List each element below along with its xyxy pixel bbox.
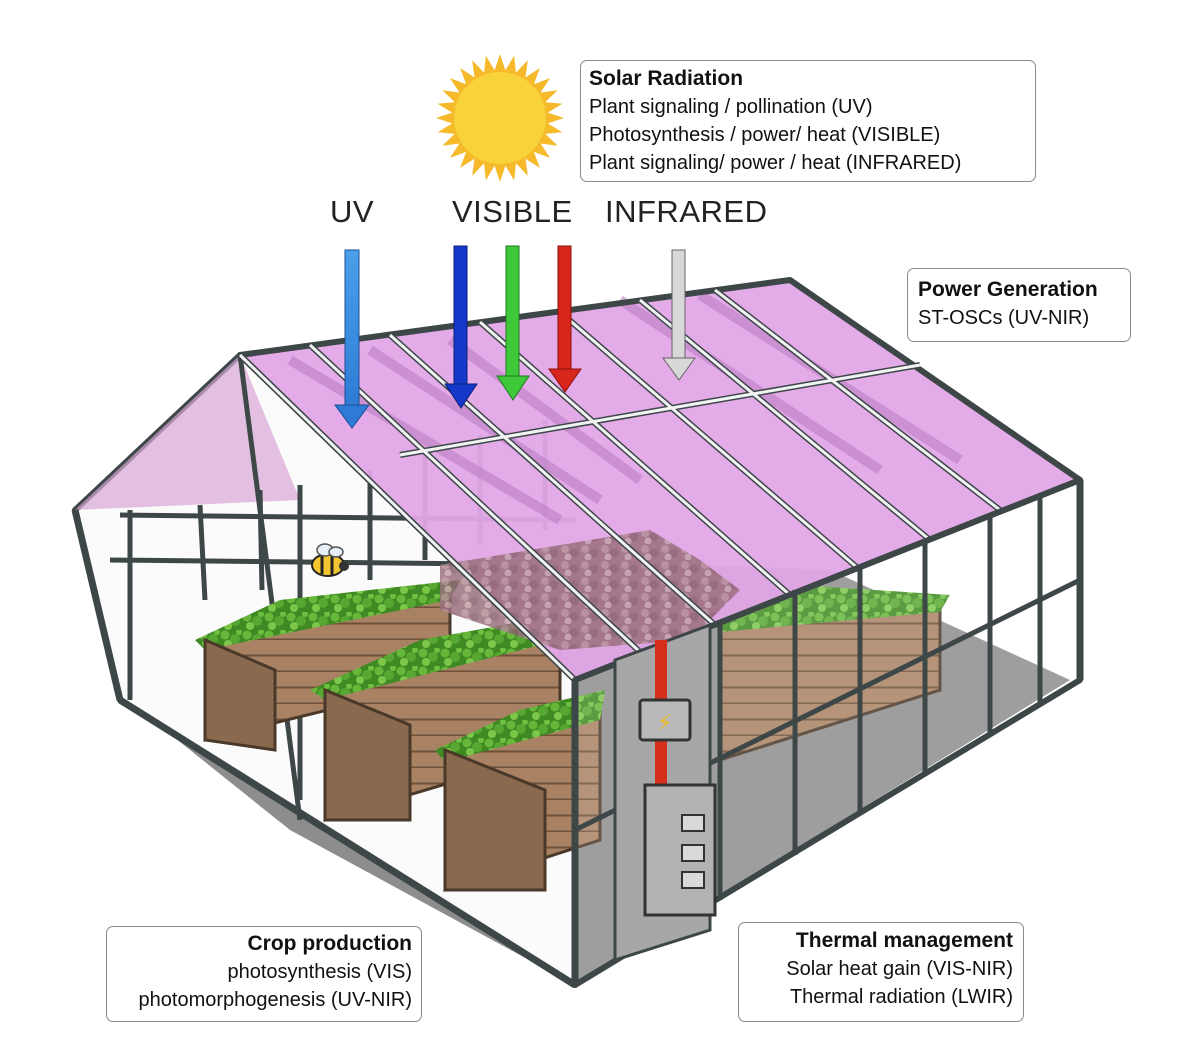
electrical-column: ⚡ (613, 622, 717, 963)
solar-radiation-line: Plant signaling/ power / heat (INFRARED) (589, 152, 962, 174)
thermal-management-box: Thermal management Solar heat gain (VIS-… (738, 922, 1024, 1022)
solar-radiation-line: Plant signaling / pollination (UV) (589, 96, 873, 118)
roof-frame-highlight (238, 288, 1001, 682)
thermal-management-line: Thermal radiation (LWIR) (789, 986, 1013, 1008)
arrow-visible-red (548, 245, 582, 393)
power-generation-line: ST-OSCs (UV-NIR) (918, 307, 1090, 329)
crop-production-line: photosynthesis (VIS) (227, 961, 412, 983)
sun-disc (454, 72, 546, 164)
arrow-infrared (662, 249, 696, 381)
planter-front (435, 690, 605, 893)
visible-label: VISIBLE (452, 194, 573, 229)
thermal-management-title: Thermal management (795, 929, 1013, 952)
planter-middle (310, 615, 562, 823)
planter-back (195, 580, 460, 752)
crop-production-title: Crop production (247, 932, 412, 955)
arrow-visible-blue (444, 245, 478, 409)
solar-radiation-title: Solar Radiation (589, 67, 744, 90)
power-generation-title: Power Generation (918, 278, 1098, 301)
arrow-visible-green (496, 245, 530, 401)
infrared-label: INFRARED (605, 194, 768, 229)
corner-posts (71, 480, 1084, 988)
crop-production-line: photomorphogenesis (UV-NIR) (138, 989, 412, 1011)
sun-icon (436, 54, 564, 182)
bee-icon (311, 543, 349, 577)
arrow-uv (334, 249, 370, 429)
solar-radiation-box: Solar Radiation Plant signaling / pollin… (580, 60, 1036, 182)
crop-production-box: Crop production photosynthesis (VIS) pho… (106, 926, 422, 1022)
lightning-bolt-icon: ⚡ (657, 711, 672, 736)
power-generation-box: Power Generation ST-OSCs (UV-NIR) (907, 268, 1131, 342)
inverter-box (638, 698, 692, 742)
solar-radiation-line: Photosynthesis / power/ heat (VISIBLE) (589, 124, 941, 146)
uv-label: UV (330, 194, 375, 229)
thermal-management-line: Solar heat gain (VIS-NIR) (786, 958, 1013, 980)
